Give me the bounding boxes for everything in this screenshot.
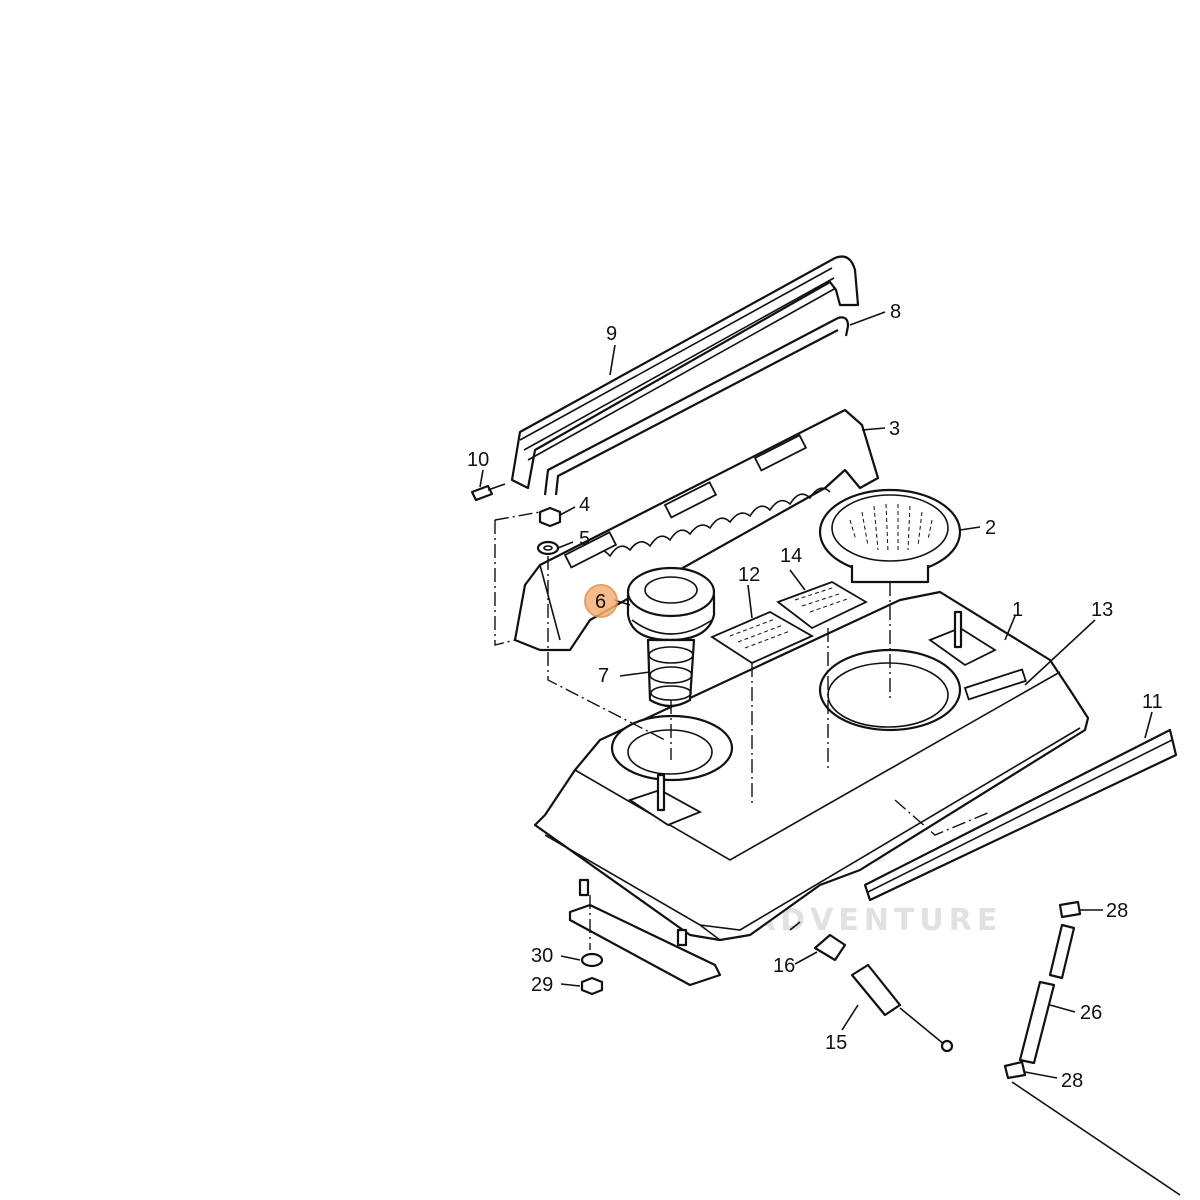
part-30-washer: [580, 952, 604, 968]
leader-lines: [479, 311, 1153, 1079]
callout-26[interactable]: 26: [1080, 1002, 1102, 1024]
part-5-washer: [536, 540, 560, 556]
part-26-fuel-pipe: [1018, 923, 1076, 1065]
callout-30[interactable]: 30: [531, 945, 553, 967]
part-29-nut: [580, 976, 604, 996]
callout-28-top[interactable]: 28: [1106, 900, 1128, 922]
callout-8[interactable]: 8: [890, 301, 901, 323]
part-6-fuel-cap: [626, 566, 716, 642]
callout-1[interactable]: 1: [1012, 599, 1023, 621]
callout-12[interactable]: 12: [738, 564, 760, 586]
part-15-hose: [850, 963, 954, 1053]
assembly-lines: [494, 511, 991, 950]
part-8-handle-frame: [543, 316, 850, 496]
part-14-label: [776, 581, 868, 630]
callout-16[interactable]: 16: [773, 955, 795, 977]
callout-11[interactable]: 11: [1142, 691, 1163, 713]
part-28-clip-top: [1058, 900, 1082, 919]
part-28-clip-bottom: [1003, 1060, 1181, 1196]
callout-6[interactable]: 6: [595, 591, 606, 613]
callout-6-highlight: [584, 584, 618, 618]
callouts: 9 8 3 2 10 4 5 6 7 12 14 1 13 11 28 26 2…: [467, 301, 1163, 1092]
callout-29[interactable]: 29: [531, 974, 553, 996]
callout-9[interactable]: 9: [606, 323, 617, 345]
part-10-screw: [470, 483, 506, 502]
part-11-side-strip: [863, 728, 1178, 902]
callout-14[interactable]: 14: [780, 545, 802, 567]
callout-5[interactable]: 5: [579, 528, 590, 550]
callout-10[interactable]: 10: [467, 449, 489, 471]
part-9-handle-grip: [510, 255, 860, 490]
watermark-text: ADVENTURE: [752, 903, 1002, 938]
callout-28-bottom[interactable]: 28: [1061, 1070, 1083, 1092]
part-4-nut: [538, 506, 562, 528]
callout-15[interactable]: 15: [825, 1032, 847, 1054]
callout-4[interactable]: 4: [579, 494, 590, 516]
callout-2[interactable]: 2: [985, 517, 996, 539]
part-2-breather-cap: [818, 488, 962, 584]
callout-3[interactable]: 3: [889, 418, 900, 440]
part-1-tank-body: [533, 590, 1090, 942]
callout-13[interactable]: 13: [1091, 599, 1113, 621]
callout-7[interactable]: 7: [598, 665, 609, 687]
part-12-label: [710, 610, 814, 665]
part-16-clamp: [789, 921, 847, 962]
part-7-strainer: [646, 638, 696, 708]
